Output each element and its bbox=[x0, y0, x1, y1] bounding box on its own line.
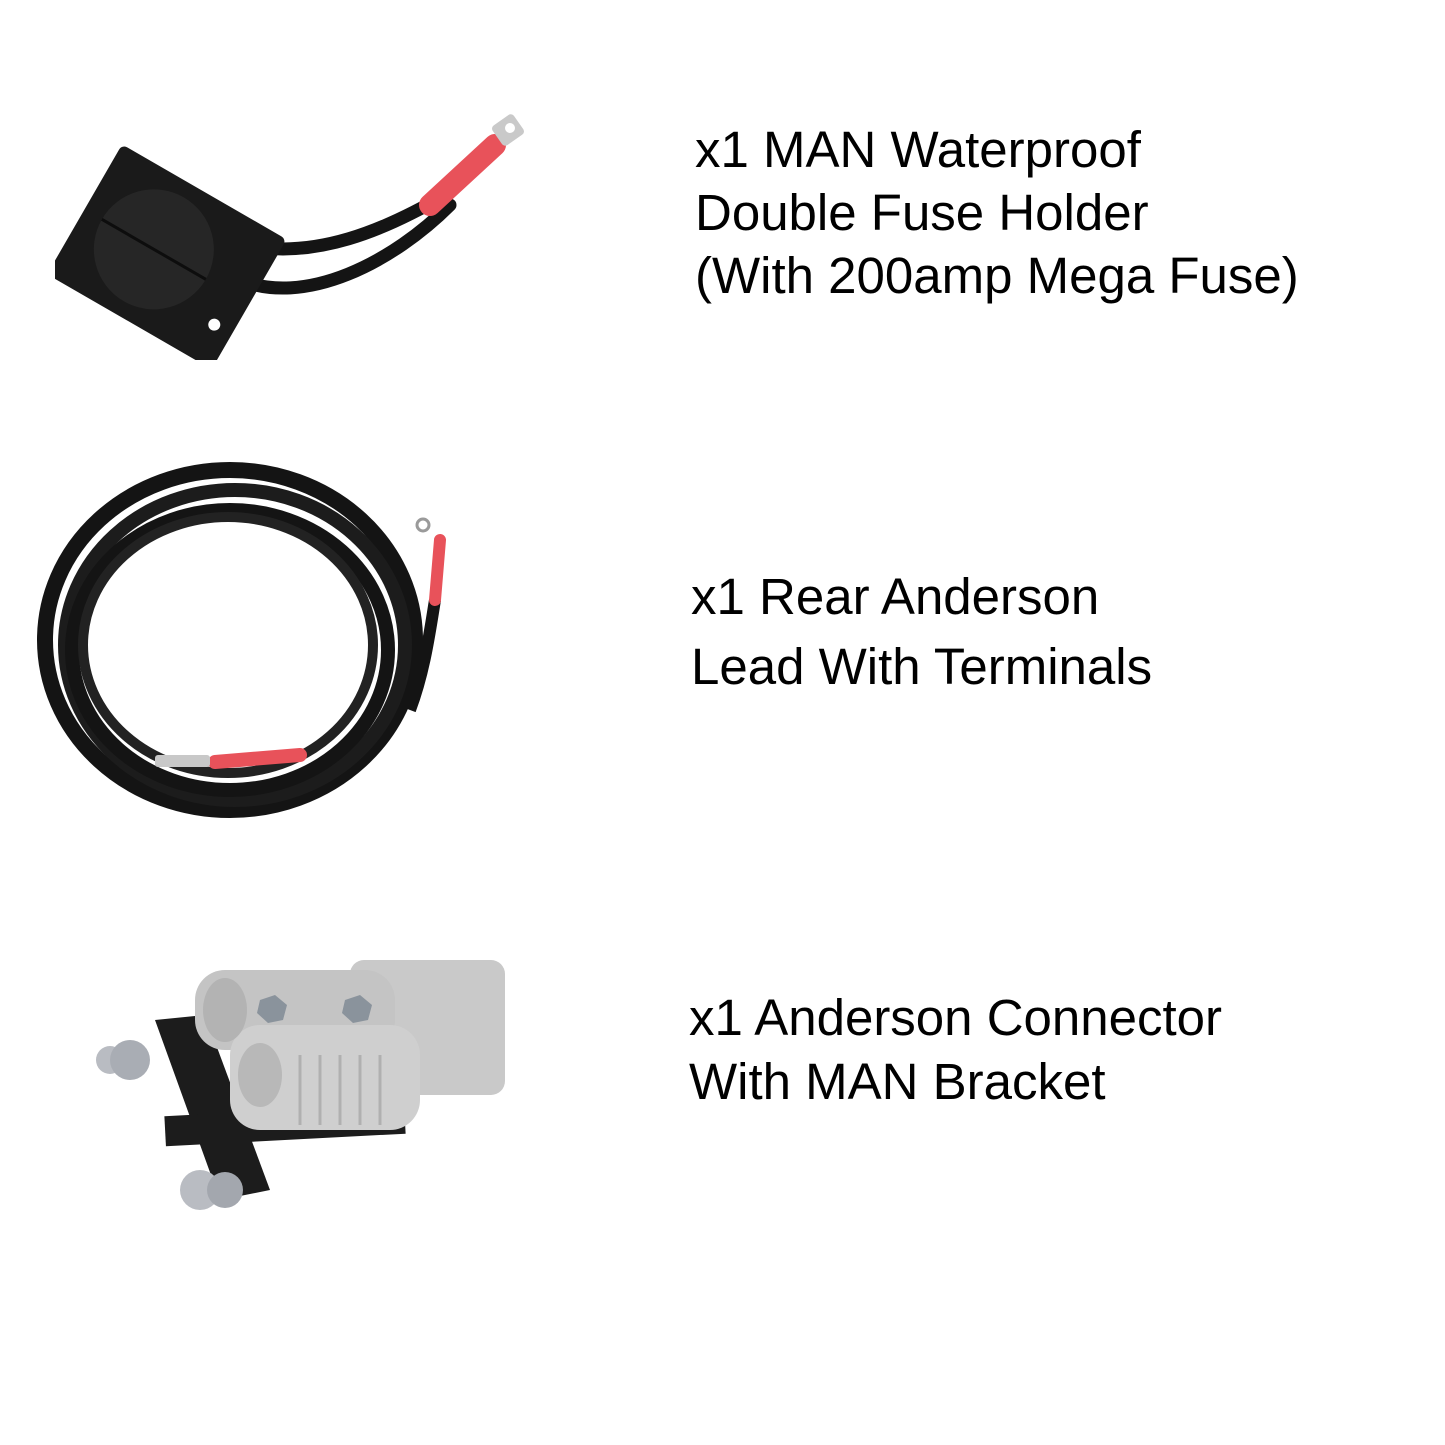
anderson-connector-line-2: With MAN Bracket bbox=[689, 1053, 1106, 1110]
anderson-lead-image bbox=[30, 450, 470, 830]
anderson-lead-line-1: x1 Rear Anderson bbox=[691, 568, 1100, 625]
fuse-holder-image bbox=[55, 110, 535, 360]
anderson-lead-illustration bbox=[37, 462, 446, 818]
fuse-holder-line-1: x1 MAN Waterproof bbox=[695, 121, 1141, 178]
anderson-lead-line-2: Lead With Terminals bbox=[691, 638, 1153, 695]
fuse-holder-line-3: (With 200amp Mega Fuse) bbox=[695, 247, 1299, 304]
anderson-connector-illustration bbox=[96, 960, 505, 1210]
anderson-connector-line-1: x1 Anderson Connector bbox=[689, 989, 1223, 1046]
anderson-lead-description: x1 Rear Anderson Lead With Terminals bbox=[691, 562, 1152, 702]
fuse-holder-description: x1 MAN Waterproof Double Fuse Holder (Wi… bbox=[695, 118, 1299, 307]
fuse-holder-line-2: Double Fuse Holder bbox=[695, 184, 1149, 241]
anderson-connector-description: x1 Anderson Connector With MAN Bracket bbox=[689, 986, 1222, 1114]
fuse-holder-illustration bbox=[55, 114, 524, 360]
anderson-connector-image bbox=[75, 950, 515, 1250]
